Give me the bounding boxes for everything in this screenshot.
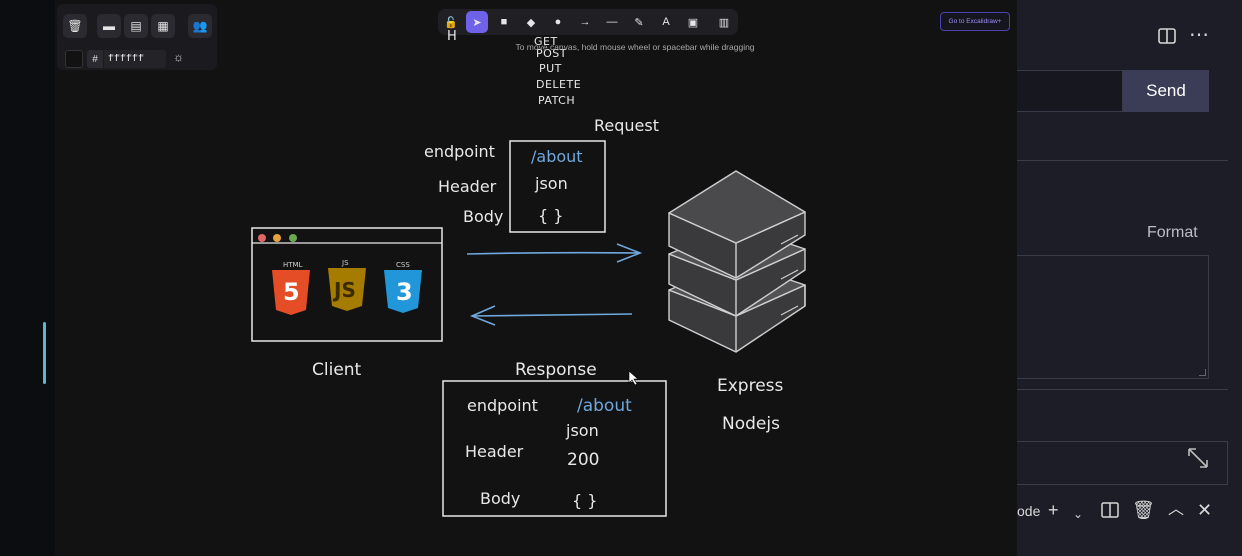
request-value-body: { } (538, 206, 563, 225)
split-terminal-icon[interactable] (1101, 501, 1119, 519)
request-title: Request (594, 116, 659, 135)
text-tool-icon[interactable]: A (662, 16, 670, 28)
scribble-text: H (447, 29, 457, 44)
export-image-icon[interactable]: ▦ (151, 14, 175, 38)
svg-text:HTML: HTML (283, 261, 303, 269)
send-button[interactable]: Send (1123, 70, 1209, 112)
collaborate-icon[interactable]: 👥 (188, 14, 212, 38)
body-textarea[interactable] (1017, 255, 1209, 379)
trash-icon[interactable]: 🗑 (1132, 500, 1155, 520)
library-icon[interactable]: ▥ (718, 16, 730, 29)
canvas-color-input[interactable] (104, 50, 166, 68)
theme-toggle-icon[interactable]: ☼ (173, 50, 184, 64)
arrow-tool-icon[interactable]: → (579, 16, 591, 28)
browser-dot-red (258, 234, 266, 242)
server-stack-icon (668, 170, 806, 353)
browser-dot-yellow (273, 234, 281, 242)
open-folder-icon[interactable]: ▬ (97, 14, 121, 38)
hash-label: # (87, 50, 103, 68)
lock-icon[interactable]: 🔓 (444, 16, 458, 29)
response-box (442, 380, 667, 517)
method-delete: DELETE (536, 78, 581, 91)
split-view-icon[interactable] (1157, 26, 1177, 46)
ellipse-tool-icon[interactable]: ● (554, 16, 562, 28)
chevron-up-icon[interactable]: ︿ (1168, 501, 1185, 518)
browser-window (251, 227, 443, 342)
more-options-icon[interactable]: ⋯ (1189, 24, 1210, 46)
section-divider (1017, 160, 1228, 161)
section-divider-2 (1017, 389, 1228, 390)
svg-text:CSS: CSS (396, 261, 410, 269)
url-input[interactable] (1017, 70, 1123, 112)
rectangle-tool-icon[interactable]: ■ (500, 16, 508, 28)
response-value-header-json: json (565, 421, 599, 440)
request-value-endpoint: /about (531, 147, 583, 166)
response-value-body: { } (572, 491, 597, 510)
server-label-express: Express (717, 376, 784, 396)
method-post: POST (536, 47, 567, 60)
diagram-drawing: H GET POST PUT DELETE PATCH Request endp… (251, 29, 806, 517)
request-row-endpoint: endpoint (424, 142, 495, 161)
left-edge-panel (0, 0, 55, 556)
svg-text:5: 5 (283, 278, 300, 306)
request-row-header: Header (438, 177, 497, 196)
line-tool-icon[interactable]: — (606, 16, 618, 28)
request-side-panel: ⋯ Send Format ode + ⌄ 🗑 ︿ ✕ (1017, 0, 1242, 556)
server-label-nodejs: Nodejs (722, 414, 780, 434)
method-get: GET (534, 35, 558, 48)
selection-tool-icon[interactable]: ➤ (466, 11, 488, 33)
response-row-header: Header (465, 442, 524, 461)
response-row-endpoint: endpoint (467, 396, 538, 415)
expand-icon[interactable] (1185, 445, 1211, 471)
shape-toolbar: 🔓 ➤ ■ ◆ ● → — ✎ A ▣ ▥ (438, 9, 738, 35)
response-row-body: Body (480, 489, 520, 508)
properties-panel: 🗑 ▬ ▤ ▦ 👥 # ☼ (57, 4, 217, 70)
bottom-toolbar: ode + ⌄ 🗑 ︿ ✕ (1017, 490, 1242, 530)
js-icon: JS JS (328, 259, 366, 311)
client-label: Client (312, 360, 362, 380)
response-value-endpoint: /about (577, 396, 632, 416)
mode-label: ode (1017, 503, 1041, 519)
response-arrow (469, 305, 633, 326)
pencil-tool-icon[interactable]: ✎ (634, 16, 644, 29)
css3-icon: CSS 3 (384, 261, 422, 313)
goto-excalidraw-plus-button[interactable]: Go to Excalidraw+ (940, 12, 1010, 31)
response-value-status: 200 (567, 450, 599, 470)
request-arrow (466, 243, 643, 263)
close-icon[interactable]: ✕ (1197, 500, 1213, 520)
image-tool-icon[interactable]: ▣ (687, 16, 699, 29)
svg-text:JS: JS (341, 259, 349, 267)
request-row-body: Body (463, 207, 503, 226)
method-put: PUT (539, 62, 562, 75)
scroll-indicator[interactable] (43, 322, 46, 384)
canvas-color-swatch[interactable] (65, 50, 83, 68)
canvas-hint-text: To move canvas, hold mouse wheel or spac… (515, 42, 755, 52)
mouse-cursor-icon (628, 370, 639, 386)
response-output-area (1017, 441, 1228, 485)
chevron-down-icon[interactable]: ⌄ (1073, 507, 1084, 521)
trash-icon[interactable]: 🗑 (63, 14, 87, 38)
method-patch: PATCH (538, 94, 575, 107)
save-file-icon[interactable]: ▤ (124, 14, 148, 38)
request-box (509, 140, 606, 233)
add-icon[interactable]: + (1048, 500, 1059, 520)
excalidraw-canvas[interactable]: 🗑 ▬ ▤ ▦ 👥 # ☼ 🔓 ➤ ■ ◆ ● → — ✎ A ▣ ▥ Go t… (55, 0, 1017, 556)
response-title: Response (515, 360, 597, 380)
request-value-header: json (534, 174, 568, 193)
browser-dot-green (289, 234, 297, 242)
html5-icon: HTML 5 (272, 261, 310, 315)
format-label[interactable]: Format (1147, 224, 1198, 241)
diamond-tool-icon[interactable]: ◆ (526, 16, 536, 29)
svg-text:3: 3 (396, 278, 413, 306)
svg-text:JS: JS (332, 278, 356, 302)
